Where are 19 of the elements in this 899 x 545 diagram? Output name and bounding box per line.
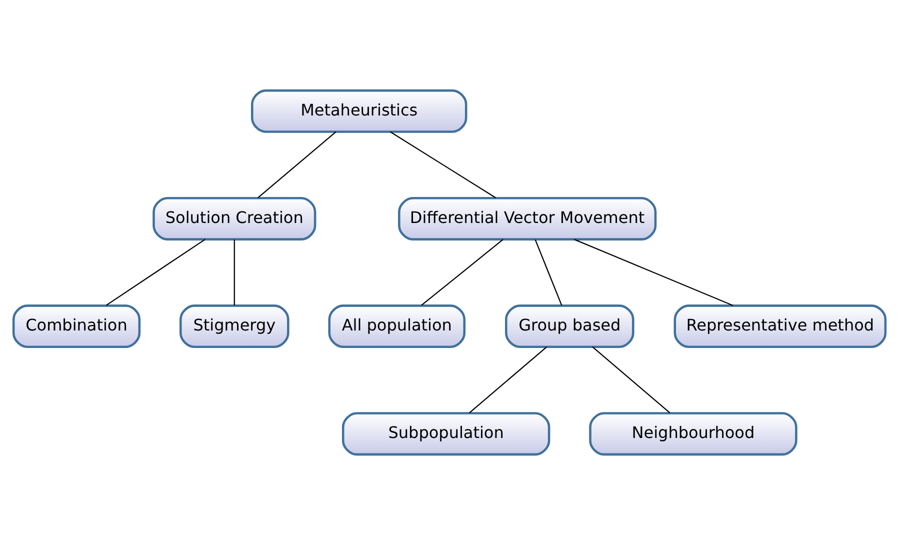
node-box: Group based [505, 304, 634, 348]
connector [592, 346, 670, 414]
connector [258, 131, 336, 198]
node-box: Solution Creation [152, 196, 316, 240]
connector [574, 238, 734, 306]
connector [421, 238, 504, 306]
connector [468, 346, 548, 414]
node-box: Neighbourhood [589, 412, 798, 456]
connector [234, 240, 235, 306]
connector [106, 238, 206, 306]
node-box: Stigmergy [179, 304, 290, 348]
node-box: Metaheuristics [250, 89, 468, 133]
node-box: Subpopulation [342, 412, 550, 456]
connector [390, 131, 496, 198]
node-box: Representative method [674, 304, 887, 348]
node-box: Differential Vector Movement [398, 196, 657, 240]
connector [534, 239, 562, 306]
node-box: Combination [12, 304, 141, 348]
node-box: All population [328, 304, 466, 348]
